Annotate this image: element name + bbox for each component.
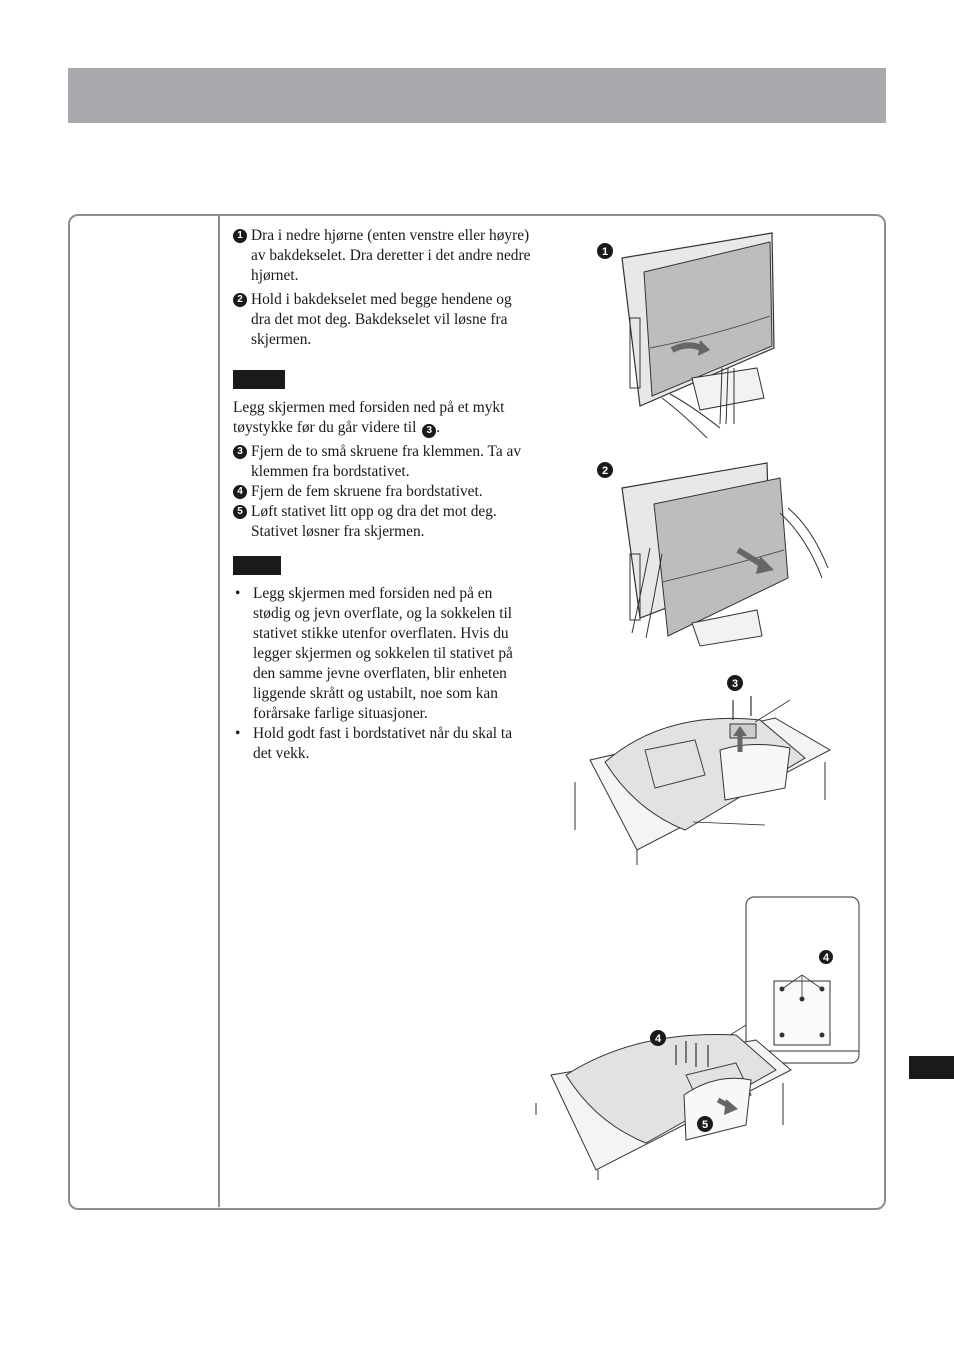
step-2: 2 Hold i bakdekselet med begge hendene o… xyxy=(233,290,533,350)
caution-text-1: Legg skjermen med forsiden ned på en stø… xyxy=(253,585,513,722)
figure-2-callout: 2 xyxy=(597,462,613,478)
caution-item-2: •Hold godt fast i bordstativet når du sk… xyxy=(233,724,533,764)
caution-text-2: Hold godt fast i bordstativet når du ska… xyxy=(253,725,513,762)
svg-text:4: 4 xyxy=(655,1033,662,1045)
svg-text:4: 4 xyxy=(823,952,830,964)
svg-text:3: 3 xyxy=(732,678,738,690)
note-step-ref: 3 xyxy=(422,424,437,438)
step-number-5: 5 xyxy=(233,505,247,519)
step-text-2: Hold i bakdekselet med begge hendene og … xyxy=(251,291,512,348)
page-side-tab xyxy=(909,1056,954,1079)
figure-4-inset-callout: 4 xyxy=(819,950,833,964)
step-text-3: Fjern de to små skruene fra klemmen. Ta … xyxy=(251,443,522,480)
frame-column-divider xyxy=(218,216,220,1207)
note-period: . xyxy=(436,419,441,436)
content-frame xyxy=(68,214,886,1210)
section-header-bar xyxy=(68,68,886,123)
svg-text:2: 2 xyxy=(602,465,608,477)
svg-text:5: 5 xyxy=(702,1119,708,1131)
svg-text:1: 1 xyxy=(602,246,608,258)
step-5: 5 Løft stativet litt opp og dra det mot … xyxy=(233,502,533,542)
note-paragraph: Legg skjermen med forsiden ned på et myk… xyxy=(233,398,533,438)
note-label-box xyxy=(233,370,285,389)
figure-remove-clamp: 3 xyxy=(574,675,832,865)
note-text: Legg skjermen med forsiden ned på et myk… xyxy=(233,399,505,436)
step-4: 4 Fjern de fem skruene fra bordstativet. xyxy=(233,482,533,502)
step-3: 3 Fjern de to små skruene fra klemmen. T… xyxy=(233,442,533,482)
caution-label-box xyxy=(233,556,281,575)
figure-3-callout: 3 xyxy=(727,675,743,691)
step-number-3: 3 xyxy=(233,445,247,459)
figure-1-callout: 1 xyxy=(597,243,613,259)
step-text-4: Fjern de fem skruene fra bordstativet. xyxy=(251,483,483,500)
figure-remove-cover-both-hands: 2 xyxy=(597,462,829,647)
step-1: 1 Dra i nedre hjørne (enten venstre elle… xyxy=(233,226,533,286)
step-text-5: Løft stativet litt opp og dra det mot de… xyxy=(251,503,497,540)
step-number-4: 4 xyxy=(233,485,247,499)
caution-item-1: •Legg skjermen med forsiden ned på en st… xyxy=(233,584,533,724)
figure-remove-cover-corner: 1 xyxy=(597,232,775,439)
step-number-1: 1 xyxy=(233,229,247,243)
caution-list: •Legg skjermen med forsiden ned på en st… xyxy=(233,584,533,764)
step-text-1: Dra i nedre hjørne (enten venstre eller … xyxy=(251,227,531,284)
figure-5-callout: 5 xyxy=(697,1116,713,1132)
step-number-2: 2 xyxy=(233,293,247,307)
instructions-column: 1 Dra i nedre hjørne (enten venstre elle… xyxy=(233,226,533,764)
figure-remove-stand: 4 4 5 xyxy=(535,896,860,1180)
figure-4-main-callout: 4 xyxy=(650,1030,666,1046)
